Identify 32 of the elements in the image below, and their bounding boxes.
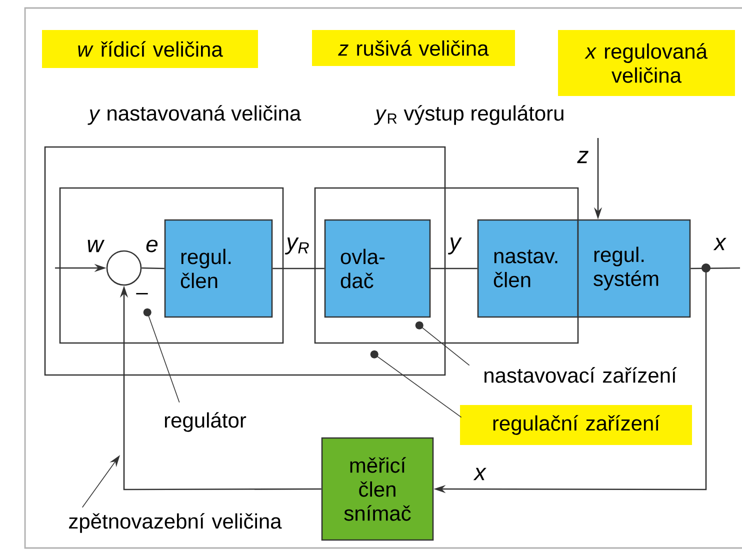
block-box: regul. systém — [577, 219, 691, 318]
leader-line — [415, 321, 470, 366]
minus-sign: – — [136, 292, 148, 294]
signal-line — [142, 267, 164, 270]
highlighted-label: regulační zařízení — [460, 405, 692, 445]
edge-label: y$_{R}$ — [284, 236, 311, 256]
highlighted-label: w řídicí veličina — [42, 30, 258, 68]
signal-line — [690, 267, 740, 270]
block-box: ovla- dač — [324, 219, 431, 318]
sensor-box: měřicí člen snímač — [321, 437, 434, 541]
edge-label: y — [448, 236, 462, 256]
highlighted-label: x regulovaná veličina — [558, 30, 735, 96]
block-box: regul. člen — [164, 219, 273, 318]
annotation-text: y$_{R}$ výstup regulátoru — [374, 105, 564, 125]
highlighted-label: z rušivá veličina — [312, 30, 515, 66]
edge-label: e — [144, 238, 160, 254]
edge-label: x — [473, 466, 487, 482]
group-frame — [59, 187, 284, 344]
edge-label: x — [713, 236, 727, 252]
annotation-text: zpětnovazební veličina — [69, 513, 282, 533]
group-frame — [44, 146, 446, 376]
summing-circle — [106, 250, 142, 286]
annotation-text: nastavovací zařízení — [484, 367, 677, 383]
leader-line — [370, 350, 462, 418]
edge-label: z — [576, 150, 590, 164]
block-box: nastav. člen — [477, 219, 579, 318]
signal-line — [272, 268, 324, 270]
edge-label: w — [86, 238, 105, 254]
annotation-text: regulátor — [164, 412, 246, 432]
annotation-text: y nastavovaná veličina — [88, 105, 302, 125]
leader-line — [143, 308, 180, 403]
signal-line — [430, 268, 478, 270]
